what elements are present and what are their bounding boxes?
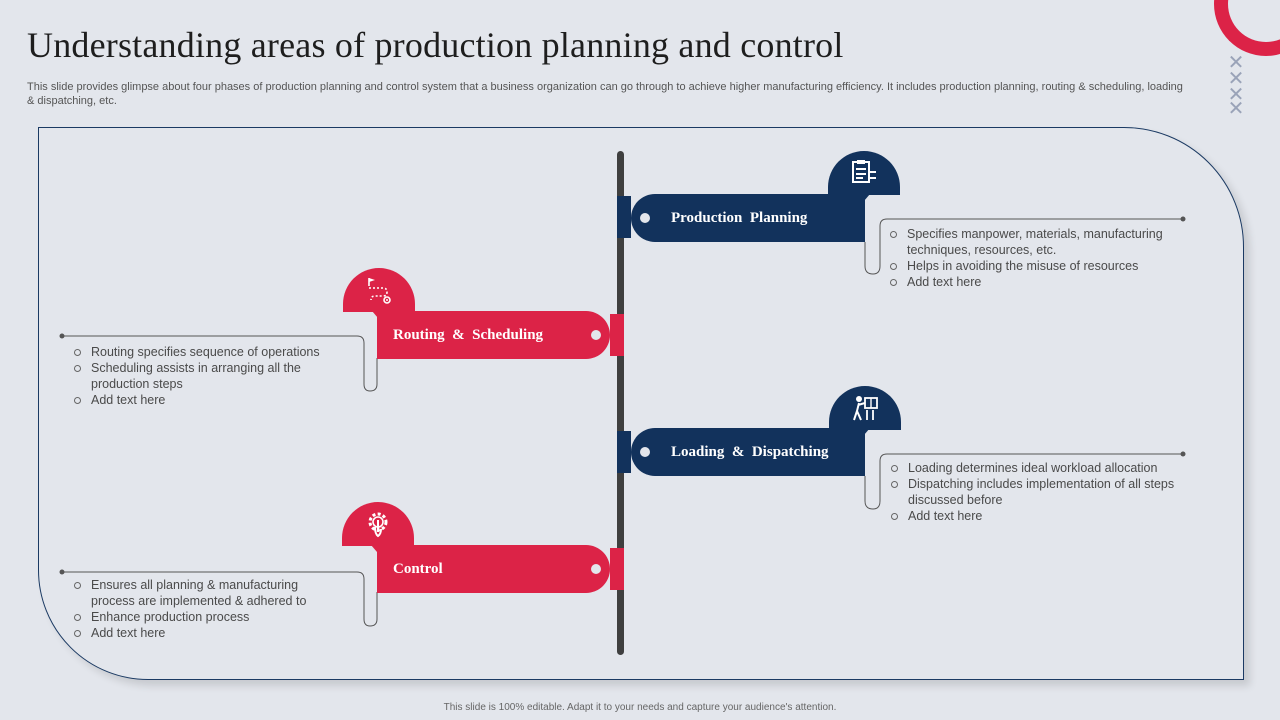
bullet-item: Add text here (889, 274, 1179, 290)
phase-bullets: Ensures all planning & manufacturing pro… (73, 577, 338, 641)
phase-card: Production Planning (631, 194, 865, 242)
slide-subtitle: This slide provides glimpse about four p… (27, 81, 1183, 107)
bullet-item: Enhance production process (73, 609, 338, 625)
bullet-item: Add text here (73, 392, 353, 408)
bullet-item: Add text here (890, 508, 1190, 524)
slide-title: Understanding areas of production planni… (27, 25, 844, 65)
bullet-item: Routing specifies sequence of operations (73, 344, 353, 360)
phase-bullets: Specifies manpower, materials, manufactu… (889, 226, 1179, 290)
phase-bullets: Routing specifies sequence of operations… (73, 344, 353, 408)
card-hole (640, 447, 650, 457)
slide-footer: This slide is 100% editable. Adapt it to… (443, 702, 837, 713)
spine-tab (617, 196, 631, 238)
timeline-spine (617, 151, 624, 655)
spine-tab (610, 314, 624, 356)
card-hole (591, 330, 601, 340)
decorative-cross-icon: ✕ (1227, 82, 1245, 106)
phase-label: Routing & Scheduling (393, 326, 544, 343)
spine-tab (617, 431, 631, 473)
phase-card: Control (377, 545, 610, 593)
spine-tab (610, 548, 624, 590)
card-hole (640, 213, 650, 223)
bullet-item: Add text here (73, 625, 338, 641)
bullet-item: Specifies manpower, materials, manufactu… (889, 226, 1179, 258)
card-hole (591, 564, 601, 574)
decorative-cross-icon: ✕ (1227, 96, 1245, 120)
phase-card: Loading & Dispatching (631, 428, 865, 476)
phase-label: Production Planning (671, 209, 808, 226)
bullet-item: Ensures all planning & manufacturing pro… (73, 577, 338, 609)
bullet-item: Loading determines ideal workload alloca… (890, 460, 1190, 476)
bullet-item: Helps in avoiding the misuse of resource… (889, 258, 1179, 274)
phase-label: Loading & Dispatching (671, 443, 829, 460)
bullet-item: Dispatching includes implementation of a… (890, 476, 1190, 508)
decorative-cross-icon: ✕ (1227, 50, 1245, 74)
decorative-cross-icon: ✕ (1227, 66, 1245, 90)
worker-loading-icon (829, 386, 901, 430)
bullet-item: Scheduling assists in arranging all the … (73, 360, 353, 392)
phase-card: Routing & Scheduling (377, 311, 610, 359)
phase-bullets: Loading determines ideal workload alloca… (890, 460, 1190, 524)
phase-label: Control (393, 560, 443, 577)
